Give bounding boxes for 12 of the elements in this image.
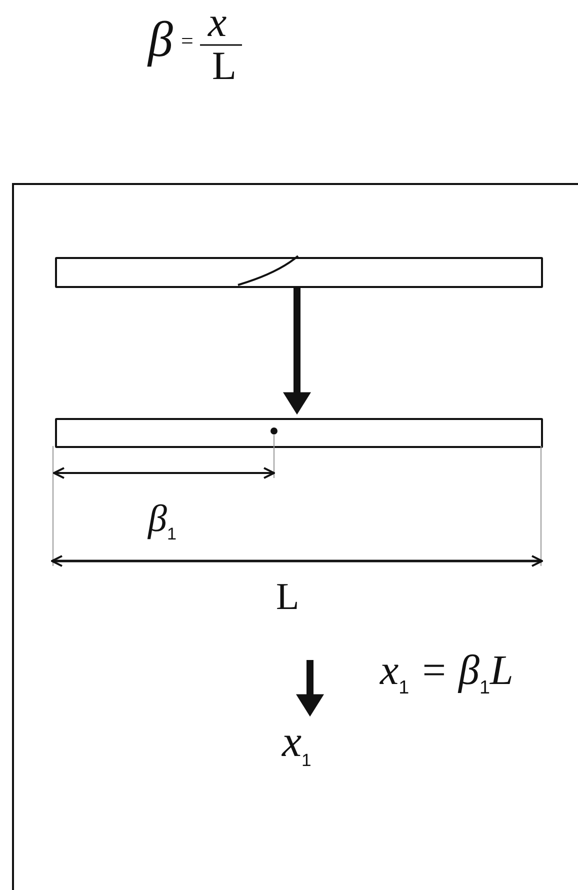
bar-specimen	[55, 418, 543, 448]
math-label: β$_{1}$	[148, 500, 176, 543]
math-label: =	[181, 30, 194, 52]
math-label: x	[208, 2, 227, 44]
math-label: L	[276, 578, 300, 616]
diagram-frame	[12, 183, 578, 890]
math-label: x$_{1}$ = β$_{1}$L	[380, 650, 514, 698]
bar-specimen	[55, 257, 543, 288]
math-label: L	[212, 46, 236, 86]
arrow	[283, 286, 311, 415]
arrow	[296, 660, 324, 717]
result-symbol: x$_{1}$	[282, 720, 312, 770]
